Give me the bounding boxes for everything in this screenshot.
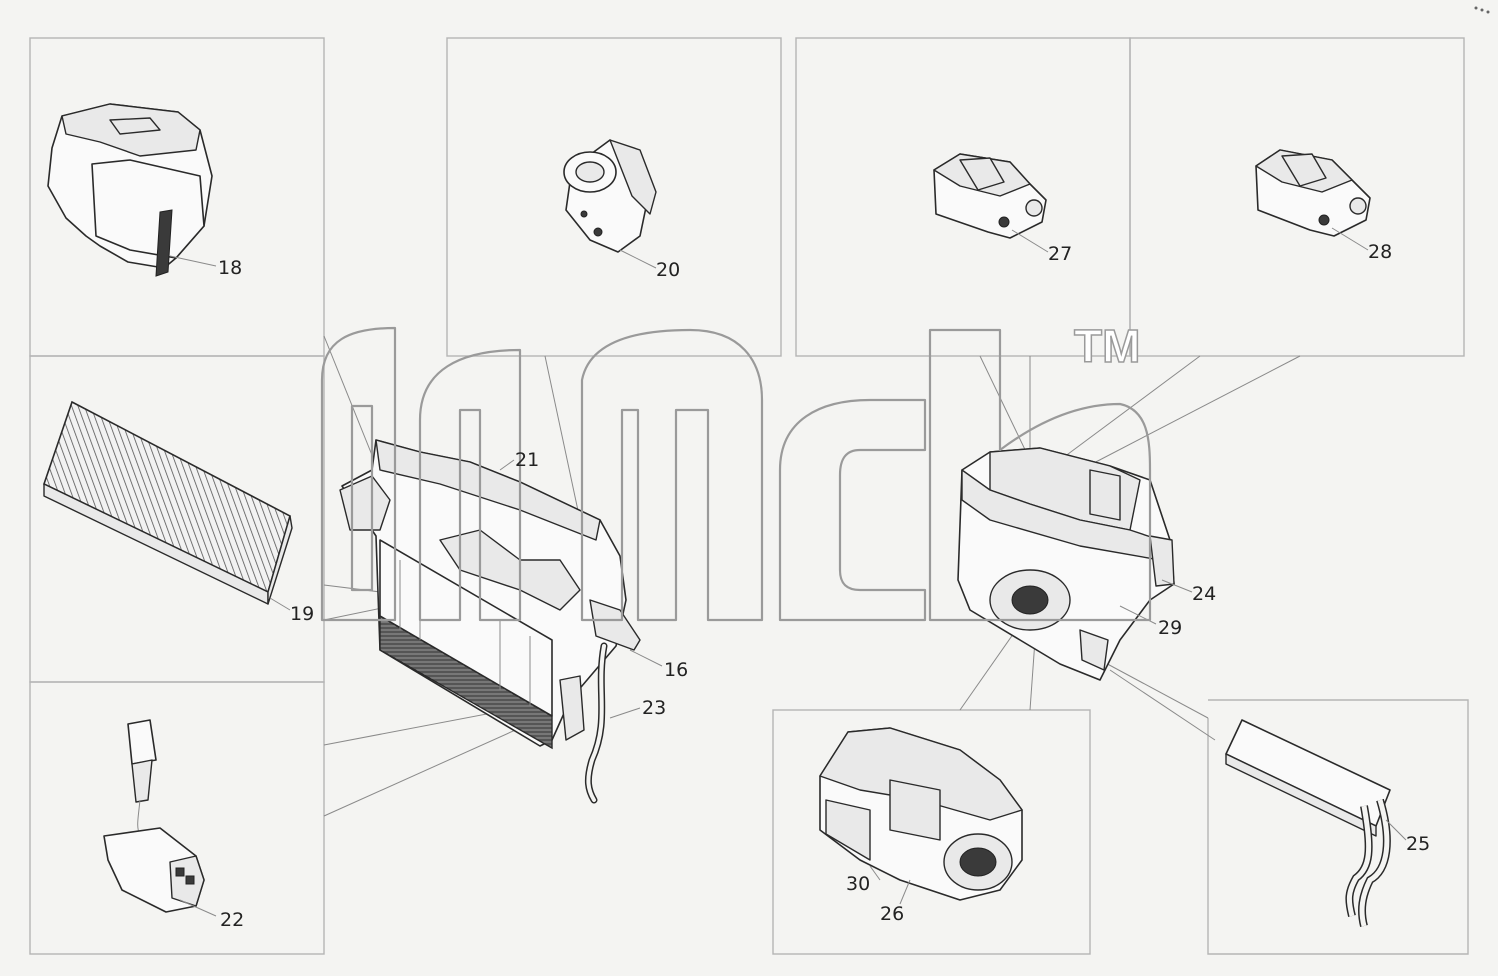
callout-22: 22 <box>220 909 244 931</box>
box-part-28 <box>1129 37 1465 357</box>
watermark-logo <box>320 326 1152 622</box>
box-part-25 <box>1207 699 1469 955</box>
box-part-20 <box>446 37 782 357</box>
callout-16: 16 <box>664 659 688 681</box>
callout-19: 19 <box>290 603 314 625</box>
left-hvac-assembly <box>339 439 641 750</box>
part-28-actuator <box>1255 149 1371 237</box>
callout-25: 25 <box>1406 833 1430 855</box>
detail-box-frames <box>29 37 1469 955</box>
corner-mark <box>1474 6 1490 14</box>
callout-18: 18 <box>218 257 242 279</box>
part-19-cabin-filter <box>43 400 293 605</box>
callout-29: 29 <box>1158 617 1182 639</box>
part-23-drain-hose <box>584 642 608 804</box>
part-18-actuator <box>47 103 213 277</box>
part-25-heater-core <box>1225 719 1391 927</box>
right-hvac-assembly <box>957 447 1175 681</box>
part-20-expansion-valve <box>563 139 657 253</box>
callout-27: 27 <box>1048 243 1072 265</box>
part-26-blower <box>819 727 1023 901</box>
callout-24: 24 <box>1192 583 1216 605</box>
part-27-actuator <box>933 153 1047 239</box>
callout-26: 26 <box>880 903 904 925</box>
box-part-26-30 <box>772 709 1091 955</box>
callout-23: 23 <box>642 697 666 719</box>
callout-30: 30 <box>846 873 870 895</box>
box-part-22 <box>29 681 325 955</box>
part-22-sensor <box>103 719 205 913</box>
callout-21: 21 <box>515 449 539 471</box>
callout-28: 28 <box>1368 241 1392 263</box>
watermark-trademark: TM <box>1074 320 1140 372</box>
callout-20: 20 <box>656 259 680 281</box>
callout-labels: 18 20 27 28 19 21 16 23 22 24 29 25 30 2… <box>218 241 1430 931</box>
